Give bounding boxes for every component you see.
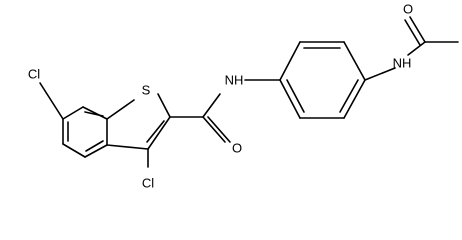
bond (146, 120, 165, 143)
bond (279, 79, 301, 119)
sulfur-label: S (142, 83, 151, 98)
benzene-ring-fused (62, 106, 108, 158)
bond (343, 41, 366, 81)
bond (409, 16, 426, 43)
acetamide-nh-label: NH (393, 56, 412, 71)
bond (279, 41, 301, 81)
bond (202, 93, 221, 118)
bond (286, 79, 305, 113)
bond-c-cl-top (39, 82, 64, 120)
amide-group (169, 79, 281, 143)
bond (62, 143, 86, 158)
chlorine-label-top: Cl (28, 67, 40, 82)
amide-nh-label: NH (225, 73, 244, 88)
acetamide-group (364, 16, 459, 81)
bond (157, 93, 171, 118)
bond (84, 111, 104, 117)
bond (147, 116, 171, 150)
phenylene-ring (279, 41, 366, 119)
amide-oxygen-label: O (232, 141, 242, 156)
bond (407, 41, 426, 56)
bond (343, 79, 366, 119)
bond (106, 144, 149, 150)
bond (84, 144, 108, 158)
chlorine-label-bottom: Cl (142, 176, 154, 191)
acetamide-oxygen-label: O (403, 2, 413, 17)
bond (85, 140, 104, 152)
bond (207, 116, 231, 143)
bond (364, 67, 396, 81)
bond (106, 99, 135, 120)
bond (339, 79, 359, 113)
bond (82, 106, 108, 120)
bond (62, 106, 84, 120)
structure-diagram: Cl Cl S NH O NH O (28, 2, 459, 191)
bond (202, 116, 226, 143)
bond (404, 19, 421, 46)
thiophene-ring (106, 93, 171, 150)
